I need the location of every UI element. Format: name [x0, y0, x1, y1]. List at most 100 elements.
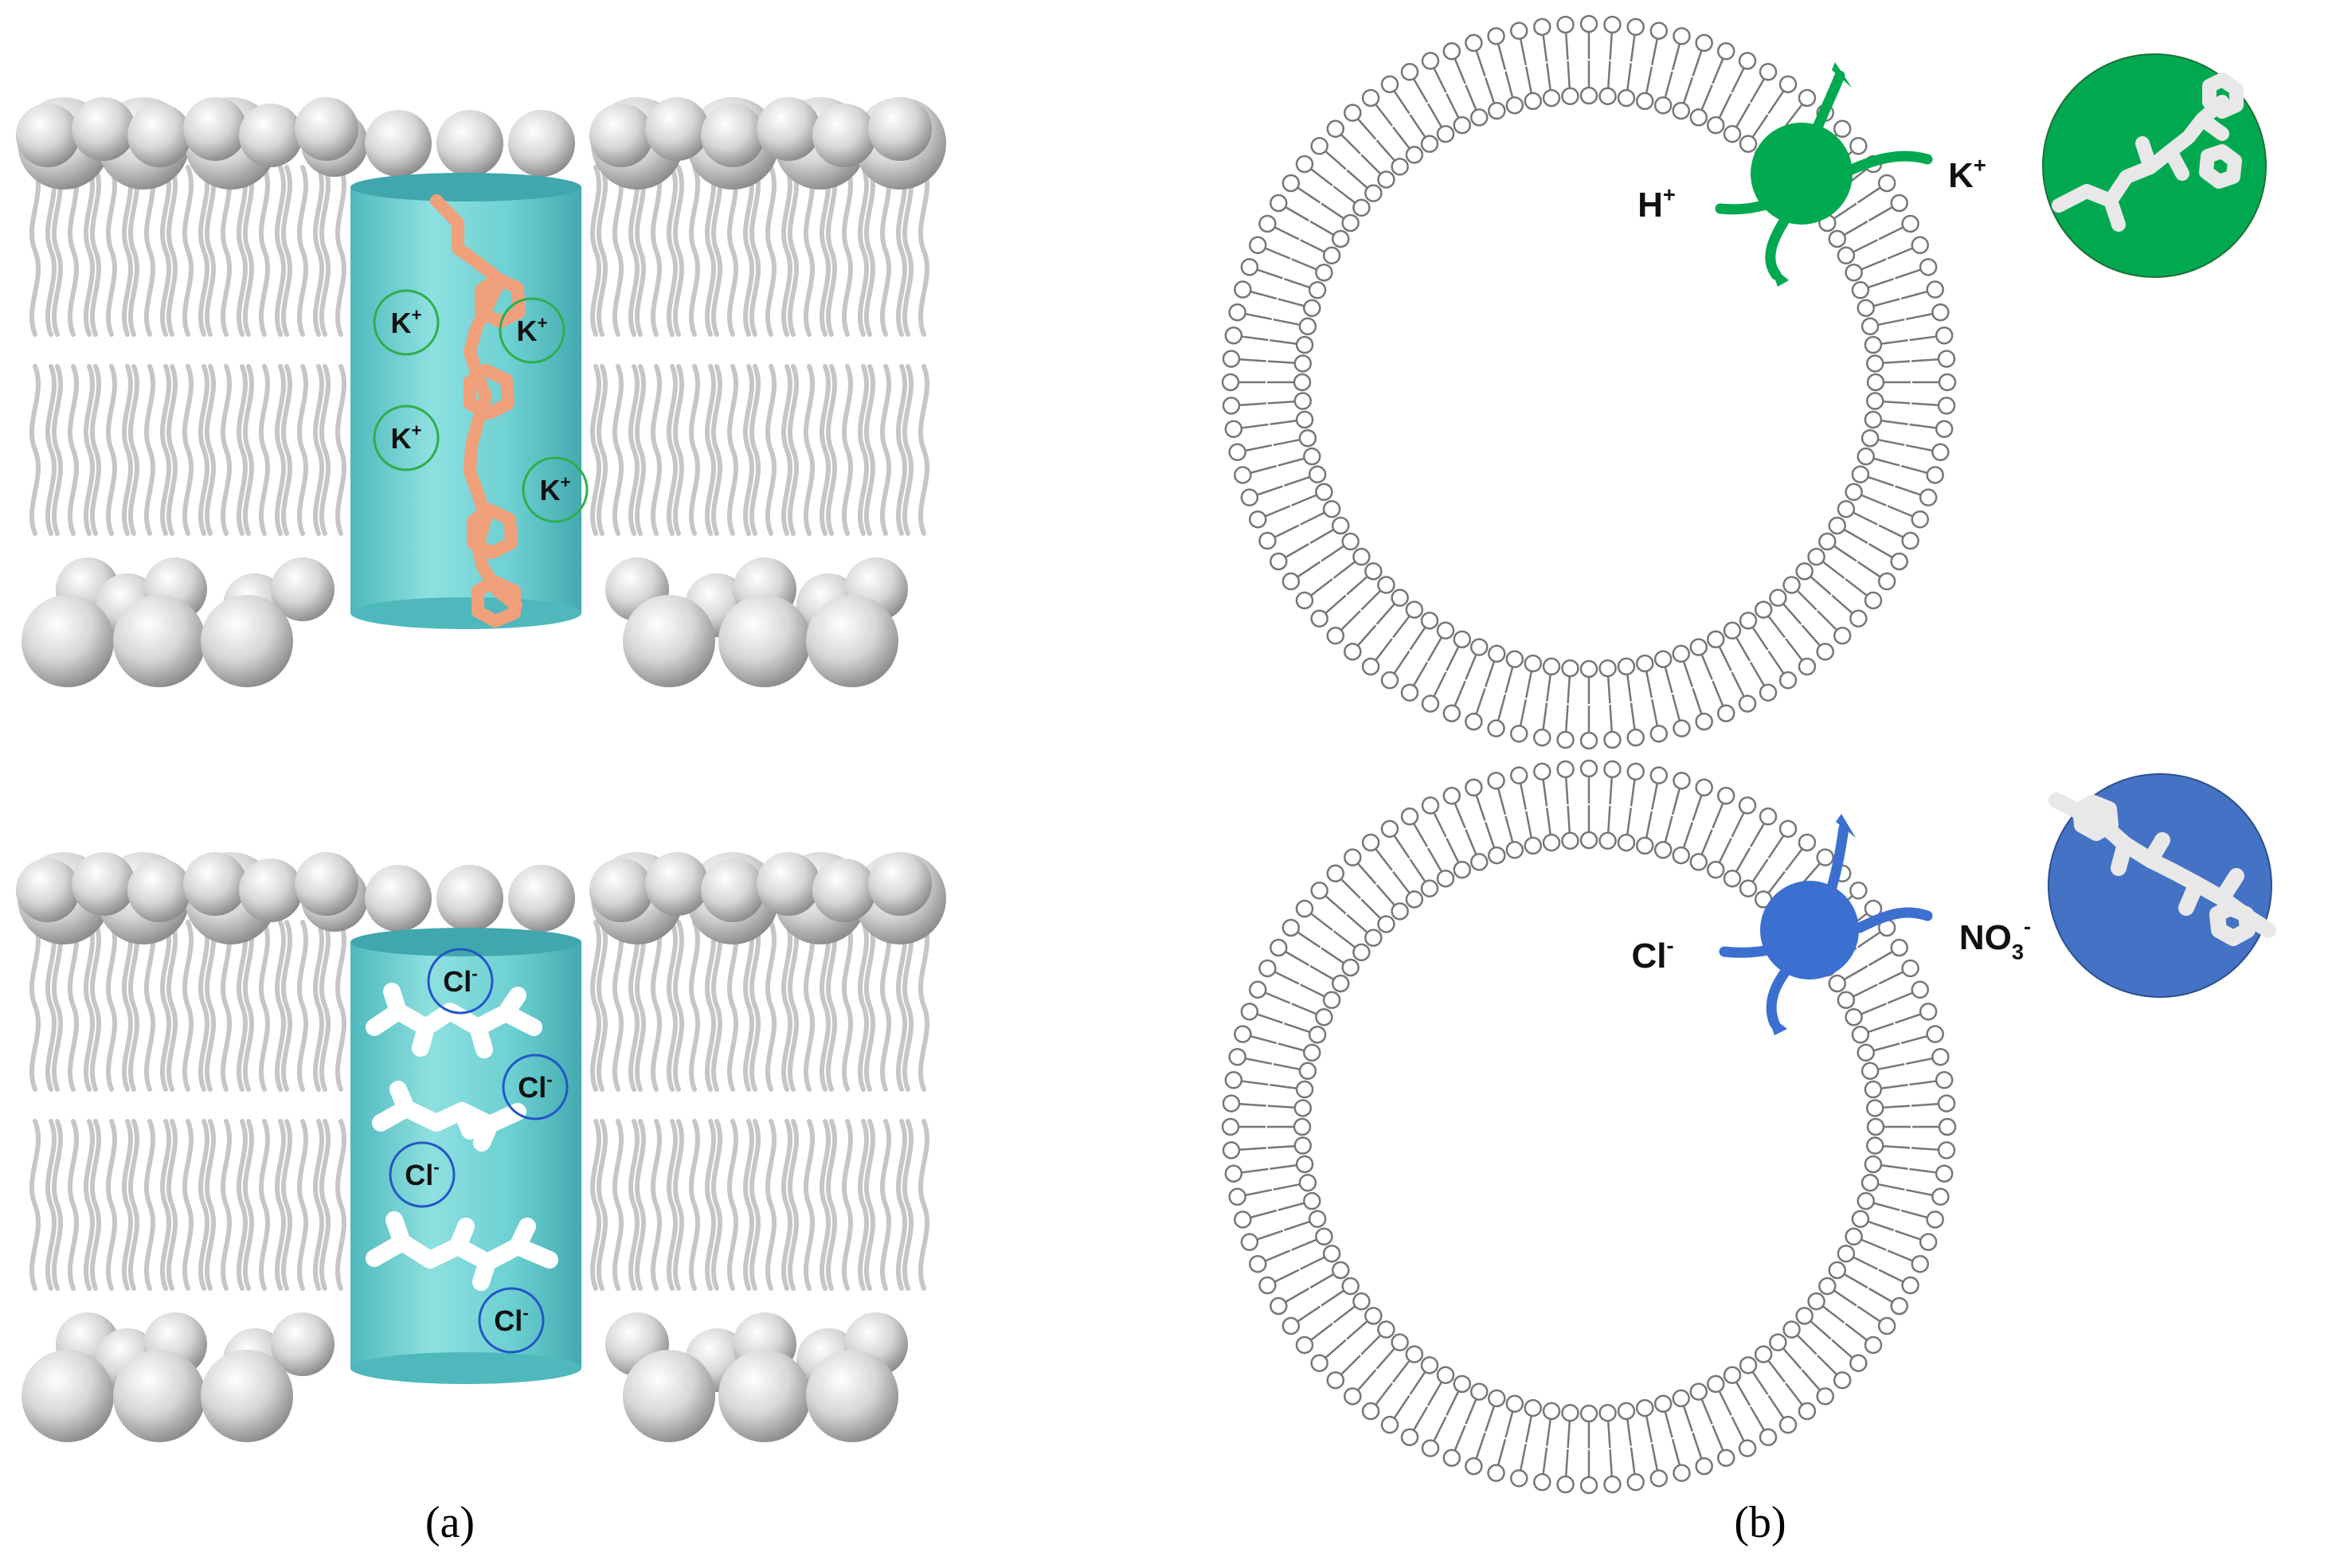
- phospholipid: [1509, 766, 1543, 855]
- phospholipid: [1857, 280, 1944, 318]
- svg-text:Cl-: Cl-: [518, 1069, 552, 1104]
- arrow-head: [1770, 264, 1789, 287]
- inset-bottom: [2048, 773, 2276, 998]
- lipid-head: [271, 557, 335, 621]
- ion-label-right: K+: [1948, 153, 1986, 195]
- phospholipid: [1228, 1047, 1317, 1081]
- phospholipid: [1270, 516, 1350, 571]
- anion-receptor-stack: [366, 983, 558, 1291]
- carrier-sphere: [1760, 881, 1859, 980]
- phospholipid: [1706, 630, 1757, 713]
- lipid-heads-upper: [16, 97, 946, 190]
- lipid-head: [645, 852, 709, 916]
- arrow-head: [1832, 62, 1852, 88]
- lipid-head: [701, 104, 765, 167]
- phospholipid: [1635, 22, 1669, 111]
- lipid-head: [757, 852, 820, 916]
- phospholipid: [1380, 819, 1439, 897]
- phospholipid: [1818, 1277, 1896, 1335]
- phospholipid: [1249, 980, 1333, 1026]
- lipid-tails: [29, 165, 929, 536]
- phospholipid: [1326, 1320, 1395, 1390]
- phospholipid: [1807, 547, 1883, 610]
- lipid-head: [295, 852, 358, 916]
- phospholipid: [1653, 772, 1691, 859]
- phospholipid: [1818, 532, 1896, 591]
- lipid-head: [183, 852, 247, 916]
- phospholipid: [1344, 588, 1409, 661]
- phospholipid: [1487, 1394, 1524, 1482]
- crown-ether-stack: [430, 194, 526, 628]
- phospholipid: [1845, 980, 1929, 1026]
- phospholipid: [1258, 214, 1341, 265]
- phospholipid: [1421, 630, 1472, 713]
- lipid-head: [365, 865, 432, 932]
- svg-text:K+: K+: [516, 313, 547, 347]
- k-ion: K+: [373, 405, 440, 471]
- phospholipid: [1579, 1404, 1598, 1495]
- svg-text:Cl-: Cl-: [494, 1303, 528, 1337]
- channel-cylinder: [350, 942, 581, 1368]
- phospholipid: [1865, 350, 1956, 373]
- phospholipid: [1533, 1402, 1561, 1492]
- phospholipid: [1864, 327, 1954, 354]
- lipid-head: [127, 104, 191, 167]
- phospholipid: [1326, 576, 1395, 645]
- phospholipid: [1258, 1244, 1341, 1295]
- phospholipid: [1837, 499, 1919, 550]
- phospholipid: [1845, 236, 1929, 282]
- phospholipid: [1240, 258, 1327, 299]
- ion-label-left: Cl-: [1631, 933, 1673, 976]
- panel-b: H+ K+ Cl- NO3-: [1221, 14, 2276, 1547]
- phospholipid: [1706, 796, 1757, 879]
- phospholipid: [1837, 214, 1919, 265]
- phospholipid: [1861, 303, 1950, 336]
- lipid-head: [718, 595, 811, 687]
- phospholipid: [1240, 1210, 1327, 1251]
- phospholipid: [1310, 137, 1383, 202]
- phospholipid: [1672, 33, 1713, 120]
- phospholipid: [1222, 392, 1313, 415]
- vesicle-bottom: [1221, 759, 1957, 1495]
- phospholipid: [1556, 659, 1579, 749]
- phospholipid: [1222, 1136, 1313, 1159]
- phospholipid: [1864, 410, 1954, 438]
- phospholipid: [1866, 1117, 1957, 1136]
- svg-text:Cl-: Cl-: [443, 964, 477, 998]
- phospholipid: [1361, 600, 1424, 676]
- phospholipid: [1635, 1398, 1669, 1488]
- phospholipid: [1851, 1003, 1938, 1044]
- phospholipid: [1723, 807, 1778, 888]
- phospholipid: [1326, 119, 1395, 189]
- lipid-head: [589, 104, 653, 167]
- phospholipid: [1861, 1047, 1950, 1081]
- lipid-head: [113, 595, 205, 687]
- lipid-head: [72, 97, 135, 161]
- phospholipid: [1807, 1292, 1883, 1355]
- lipid-head: [812, 104, 876, 167]
- phospholipid: [1361, 88, 1424, 164]
- cl-ion: Cl-: [478, 1287, 545, 1354]
- phospholipid: [1723, 1366, 1778, 1446]
- phospholipid: [1769, 1333, 1834, 1406]
- phospholipid: [1380, 1356, 1439, 1434]
- phospholipid: [1857, 447, 1944, 484]
- phospholipid: [1326, 864, 1395, 933]
- k-channel: K+ K+ K+ K+: [350, 173, 589, 629]
- phospholipid: [1240, 465, 1327, 506]
- phospholipid: [1400, 807, 1455, 888]
- svg-text:K+: K+: [390, 420, 421, 455]
- phospholipid: [1295, 1292, 1371, 1355]
- phospholipid: [1228, 428, 1317, 462]
- lipid-head: [22, 1350, 114, 1442]
- phospholipid: [1706, 1374, 1757, 1457]
- lipid-head: [365, 110, 432, 177]
- phospholipid: [1864, 1155, 1954, 1183]
- phospholipid: [1653, 1394, 1691, 1482]
- phospholipid: [1421, 796, 1472, 879]
- svg-text:K+: K+: [539, 472, 570, 506]
- panel-b-label: (b): [1734, 1498, 1786, 1547]
- phospholipid: [1617, 18, 1645, 108]
- phospholipid: [1310, 1307, 1383, 1372]
